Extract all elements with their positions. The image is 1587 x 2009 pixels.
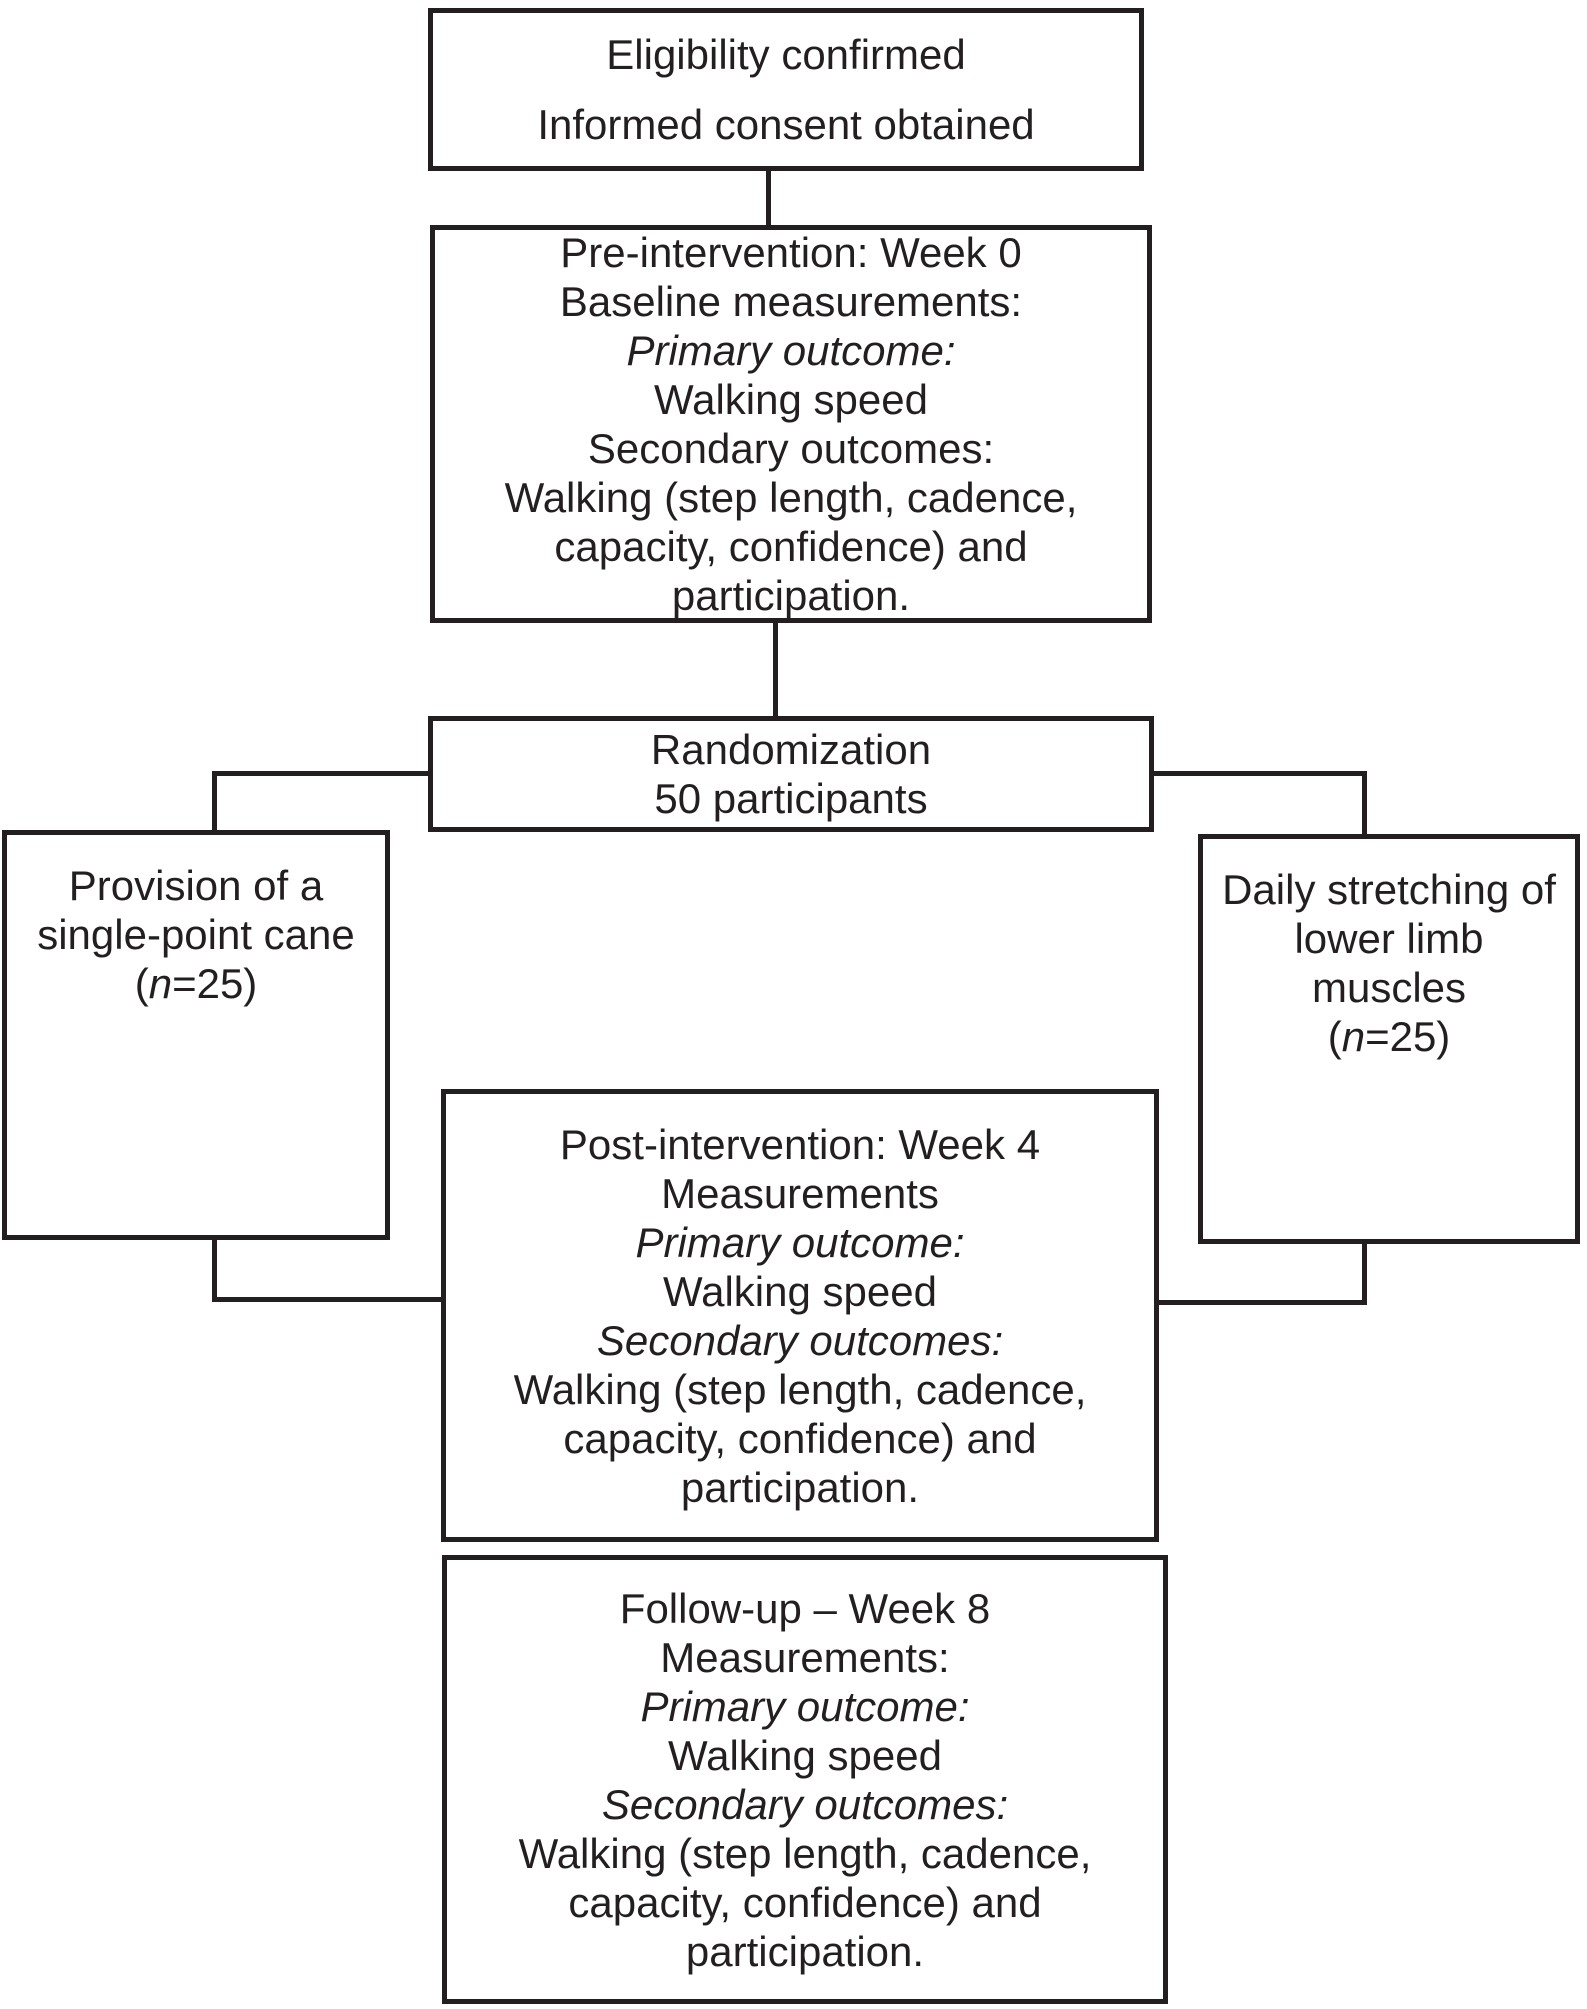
pre-intervention-box: Pre-intervention: Week 0 Baseline measur… (430, 225, 1152, 623)
cane-group-box: Provision of a single-point cane (n=25) (2, 830, 390, 1240)
text-line: Primary outcome: (635, 1218, 965, 1266)
connector-line (1155, 1300, 1367, 1305)
text-line: Eligibility confirmed (606, 31, 966, 78)
connector-line (212, 1297, 446, 1302)
text-line: Measurements: (660, 1633, 950, 1681)
connector-line (773, 620, 778, 719)
follow-up-box: Follow-up – Week 8 Measurements: Primary… (442, 1555, 1168, 2004)
randomization-box: Randomization 50 participants (428, 716, 1154, 832)
connector-line (212, 1236, 217, 1302)
text-line: single-point cane (37, 911, 355, 958)
text-line: muscles (1311, 964, 1467, 1011)
text-line: capacity, confidence) and (563, 1414, 1037, 1462)
connector-line (1362, 771, 1367, 837)
text-line: Measurements (661, 1169, 939, 1217)
text-line: Randomization (650, 726, 932, 773)
text-line: participation. (685, 1927, 925, 1975)
text-line: Walking speed (663, 1267, 937, 1315)
connector-line (1362, 1240, 1367, 1305)
text-line: Follow-up – Week 8 (619, 1584, 991, 1632)
text-line: Post-intervention: Week 4 (559, 1120, 1041, 1168)
text-line: participation. (680, 1463, 920, 1511)
text-line: Pre-intervention: Week 0 (560, 229, 1022, 276)
text-line: Walking (step length, cadence, (504, 474, 1078, 521)
text-line: Walking (step length, cadence, (513, 1365, 1087, 1413)
text-line: Secondary outcomes: (596, 1316, 1004, 1364)
text-line: capacity, confidence) and (568, 1878, 1042, 1926)
connector-line (212, 771, 217, 833)
text-line: Provision of a (68, 862, 324, 909)
text-line: lower limb (1294, 915, 1484, 962)
connector-line (212, 771, 433, 776)
eligibility-box: Eligibility confirmed Informed consent o… (428, 8, 1144, 171)
sample-size-line: (n=25) (134, 960, 258, 1007)
text-line: Secondary outcomes: (601, 1780, 1009, 1828)
text-line: Primary outcome: (626, 327, 956, 374)
text-line: Primary outcome: (640, 1682, 970, 1730)
text-line: Informed consent obtained (537, 101, 1035, 148)
text-line: participation. (671, 572, 911, 619)
text-line: Walking speed (668, 1731, 942, 1779)
text-line: Daily stretching of (1222, 866, 1556, 913)
text-line: Baseline measurements: (559, 278, 1023, 325)
text-line: Secondary outcomes: (587, 425, 995, 472)
text-line: 50 participants (654, 775, 928, 822)
post-intervention-box: Post-intervention: Week 4 Measurements P… (441, 1089, 1159, 1542)
text-line: capacity, confidence) and (554, 523, 1028, 570)
stretching-group-box: Daily stretching of lower limb muscles (… (1198, 834, 1580, 1244)
text-line: Walking (step length, cadence, (518, 1829, 1092, 1877)
connector-line (1150, 771, 1367, 776)
sample-size-line: (n=25) (1327, 1013, 1451, 1060)
text-line: Walking speed (654, 376, 928, 423)
connector-line (766, 168, 771, 228)
